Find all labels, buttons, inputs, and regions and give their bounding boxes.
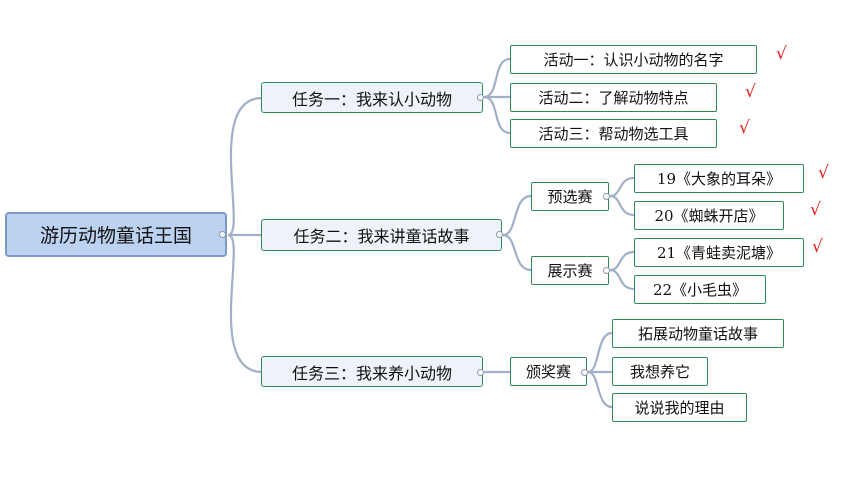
item-want-to-raise[interactable]: 我想养它 <box>612 357 708 386</box>
item-my-reason[interactable]: 说说我的理由 <box>612 393 747 422</box>
item-expand-stories[interactable]: 拓展动物童话故事 <box>612 319 784 348</box>
check-mark-icon: √ <box>818 163 829 183</box>
collapse-knob-icon[interactable] <box>581 369 588 376</box>
story-21[interactable]: 21《青蛙卖泥塘》 <box>634 238 804 267</box>
check-mark-icon: √ <box>745 82 756 102</box>
collapse-knob-icon[interactable] <box>603 193 610 200</box>
check-mark-icon: √ <box>776 44 787 64</box>
check-mark-icon: √ <box>739 118 750 138</box>
collapse-knob-icon[interactable] <box>496 231 503 238</box>
collapse-knob-icon[interactable] <box>219 231 226 238</box>
story-20[interactable]: 20《蜘蛛开店》 <box>634 201 784 230</box>
story-19[interactable]: 19《大象的耳朵》 <box>634 164 804 193</box>
story-22[interactable]: 22《小毛虫》 <box>634 275 766 304</box>
collapse-knob-icon[interactable] <box>477 369 484 376</box>
stage-showcase[interactable]: 展示赛 <box>531 256 609 285</box>
stage-award[interactable]: 颁奖赛 <box>510 357 587 386</box>
collapse-knob-icon[interactable] <box>477 94 484 101</box>
root-topic[interactable]: 游历动物童话王国 <box>5 212 227 257</box>
collapse-knob-icon[interactable] <box>603 267 610 274</box>
check-mark-icon: √ <box>812 237 823 257</box>
task-2-topic[interactable]: 任务二：我来讲童话故事 <box>261 219 502 251</box>
check-mark-icon: √ <box>810 200 821 220</box>
task-1-topic[interactable]: 任务一：我来认小动物 <box>261 82 483 113</box>
activity-3[interactable]: 活动三：帮动物选工具 <box>510 119 717 148</box>
activity-2[interactable]: 活动二：了解动物特点 <box>510 83 717 112</box>
stage-preliminary[interactable]: 预选赛 <box>531 182 609 211</box>
activity-1[interactable]: 活动一：认识小动物的名字 <box>510 45 757 74</box>
task-3-topic[interactable]: 任务三：我来养小动物 <box>261 356 483 387</box>
